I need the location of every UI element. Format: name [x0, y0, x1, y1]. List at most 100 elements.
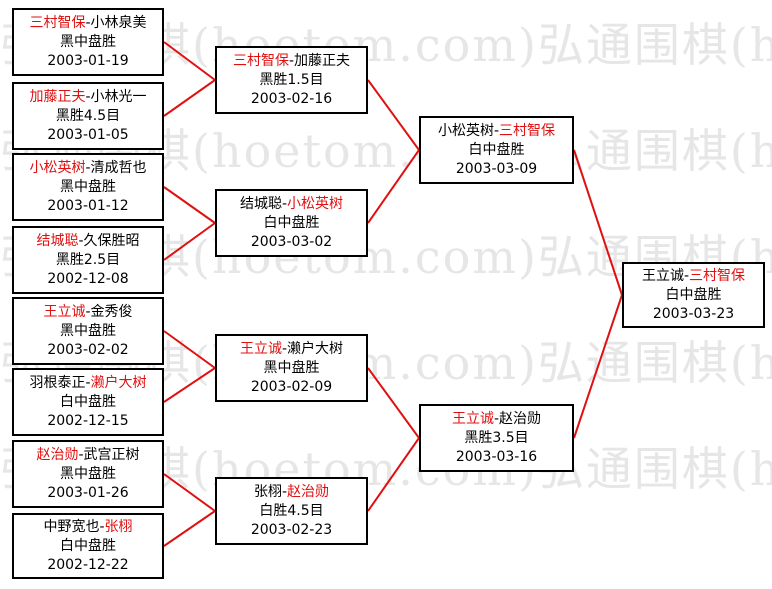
game-result: 白胜4.5目 [259, 502, 324, 519]
game-result: 黑中盘胜 [60, 33, 116, 50]
player-separator: - [85, 374, 91, 391]
game-result: 黑胜4.5目 [55, 107, 121, 124]
black-player-name: 小松英树 [437, 122, 494, 139]
player-separator: - [281, 340, 288, 357]
connector-line [573, 294, 623, 439]
game-players: 结城聪-久保胜昭 [36, 232, 139, 251]
white-player-name: 三村智保 [689, 267, 746, 284]
player-separator: - [281, 195, 288, 212]
black-player-name: 结城聪 [36, 232, 79, 249]
game-date: 2003-01-19 [47, 52, 129, 69]
white-player-name: 久保胜昭 [83, 232, 140, 249]
game-players: 小松英树-清成哲也 [29, 159, 146, 178]
white-player-name: 濑户大树 [287, 340, 344, 357]
player-separator: - [493, 122, 500, 139]
black-player-name: 中野宽也 [43, 518, 100, 535]
black-player-name: 王立诚 [239, 340, 282, 357]
connector-line [367, 79, 420, 151]
game-box: 王立诚-三村智保白中盘胜 2003-03-23 [622, 262, 765, 328]
game-box: 结城聪-小松英树白中盘胜 2003-03-02 [215, 189, 368, 257]
game-box: 加藤正夫-小林光一黑胜4.5目 2003-01-05 [12, 82, 164, 150]
game-date: 2003-02-09 [250, 378, 333, 395]
game-result: 白中盘胜 [468, 141, 525, 158]
game-date: 2003-03-02 [250, 233, 333, 250]
connector-line [163, 367, 216, 403]
game-result: 白中盘胜 [60, 537, 116, 554]
game-date: 2003-01-05 [47, 126, 129, 143]
white-player-name: 张栩 [104, 518, 133, 535]
game-box: 王立诚-赵治勋黑胜3.5目 2003-03-16 [419, 404, 574, 472]
connector-line [573, 149, 623, 296]
white-player-name: 武宫正树 [83, 446, 140, 463]
connector-line [163, 330, 216, 369]
game-date: 2002-12-22 [47, 556, 129, 573]
connector-line [367, 437, 420, 512]
game-result: 黑中盘胜 [60, 322, 116, 339]
game-result: 白中盘胜 [263, 214, 320, 231]
white-player-name: 濑户大树 [90, 374, 147, 391]
white-player-name: 小松英树 [287, 195, 344, 212]
player-separator: - [78, 446, 84, 463]
connector-line [163, 79, 216, 117]
game-players: 王立诚-濑户大树 [240, 340, 343, 359]
connector-line [163, 41, 216, 81]
game-date: 2003-03-09 [455, 160, 538, 177]
white-player-name: 三村智保 [499, 122, 556, 139]
player-separator: - [288, 52, 295, 69]
white-player-name: 赵治勋 [499, 410, 542, 427]
player-separator: - [493, 410, 500, 427]
black-player-name: 三村智保 [232, 52, 289, 69]
black-player-name: 王立诚 [43, 303, 86, 320]
game-players: 结城聪-小松英树 [240, 195, 343, 214]
game-date: 2003-01-12 [47, 197, 129, 214]
game-players: 小松英树-三村智保 [438, 122, 555, 141]
game-result: 黑中盘胜 [263, 359, 320, 376]
game-players: 王立诚-赵治勋 [452, 410, 541, 429]
game-result: 黑胜1.5目 [259, 71, 324, 88]
game-result: 黑中盘胜 [60, 178, 116, 195]
game-date: 2003-02-02 [47, 341, 129, 358]
game-result: 黑中盘胜 [60, 465, 116, 482]
black-player-name: 王立诚 [641, 267, 684, 284]
connector-line [367, 149, 420, 224]
black-player-name: 张栩 [253, 483, 282, 500]
game-players: 赵治勋-武宫正树 [36, 446, 139, 465]
game-date: 2002-12-15 [47, 412, 129, 429]
connector-line [367, 367, 420, 439]
white-player-name: 加藤正夫 [294, 52, 351, 69]
black-player-name: 三村智保 [29, 14, 86, 31]
game-players: 中野宽也-张栩 [43, 518, 132, 537]
game-box: 中野宽也-张栩白中盘胜 2002-12-22 [12, 513, 164, 579]
game-players: 张栩-赵治勋 [254, 483, 329, 502]
game-result: 白中盘胜 [60, 393, 116, 410]
game-date: 2003-03-16 [455, 448, 538, 465]
white-player-name: 赵治勋 [287, 483, 330, 500]
connector-line [163, 222, 216, 261]
white-player-name: 清成哲也 [90, 159, 147, 176]
white-player-name: 金秀俊 [90, 303, 133, 320]
game-date: 2003-03-23 [652, 305, 735, 322]
connector-line [163, 186, 216, 224]
game-result: 黑胜3.5目 [464, 429, 529, 446]
game-players: 王立诚-三村智保 [642, 267, 745, 286]
game-result: 白中盘胜 [665, 286, 722, 303]
game-date: 2003-02-16 [250, 90, 333, 107]
player-separator: - [78, 232, 84, 249]
connector-line [163, 473, 216, 512]
player-separator: - [85, 159, 91, 176]
white-player-name: 小林光一 [90, 88, 147, 105]
player-separator: - [281, 483, 288, 500]
game-date: 2002-12-08 [47, 270, 129, 287]
game-players: 三村智保-加藤正夫 [233, 52, 350, 71]
game-players: 加藤正夫-小林光一 [29, 88, 146, 107]
game-date: 2003-02-23 [250, 521, 333, 538]
player-separator: - [85, 14, 91, 31]
black-player-name: 小松英树 [29, 159, 86, 176]
